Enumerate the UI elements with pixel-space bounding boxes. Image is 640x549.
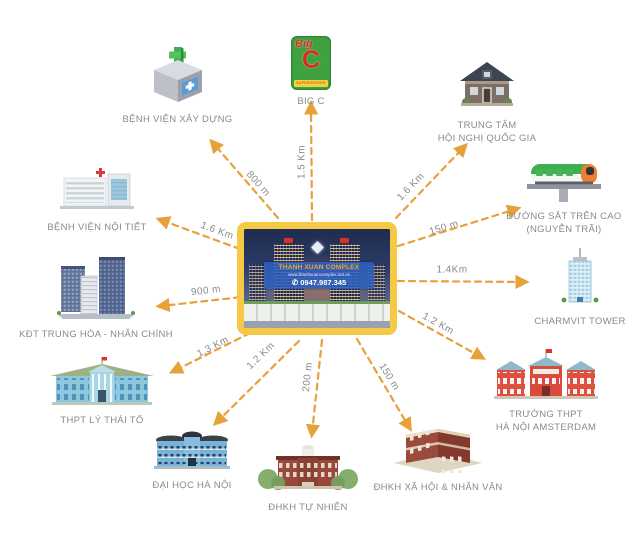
tower-logo-sign bbox=[340, 238, 349, 243]
landmark-label: TRƯỜNG THPT HÀ NỘI AMSTERDAM bbox=[495, 409, 597, 434]
landmark-duong-sat-tren-cao: ĐƯỜNG SẮT TRÊN CAO (NGUYỄN TRÃI) bbox=[498, 148, 630, 237]
landmark-benh-vien-xay-dung: BỆNH VIỆN XÂY DỰNG bbox=[95, 46, 260, 126]
project-name: THANH XUAN COMPLEX bbox=[278, 264, 360, 271]
office-tower-icon bbox=[557, 248, 603, 311]
distance-label: 1.2 Km bbox=[420, 310, 456, 338]
distance-label: 200 m bbox=[300, 361, 316, 393]
monorail-icon bbox=[527, 148, 601, 207]
distance-label: 150 m bbox=[376, 361, 402, 393]
project-website: www.thanhxuancomplex.net.vn bbox=[287, 272, 351, 277]
landmark-label: THPT LÝ THÁI TỔ bbox=[60, 415, 144, 426]
landmark-big-c: Big C SUPERCENTER BIG C bbox=[272, 36, 350, 108]
landmark-label: KĐT TRUNG HÒA - NHÂN CHÍNH bbox=[19, 329, 173, 340]
distance-label: 150 m bbox=[428, 218, 460, 238]
blue-university-icon bbox=[151, 428, 233, 475]
landmark-dai-hoc-ha-noi: ĐẠI HỌC HÀ NỘI bbox=[138, 428, 246, 492]
phone-number: 0947.987.345 bbox=[300, 278, 347, 287]
landmark-label: ĐHKH XÃ HỘI & NHÂN VĂN bbox=[373, 482, 503, 493]
distance-label: 800 m bbox=[243, 169, 273, 199]
landmark-dhkh-tu-nhien: ĐHKH TỰ NHIÊN bbox=[250, 443, 366, 514]
landmark-charmvit-tower: CHARMVIT TOWER bbox=[520, 248, 640, 328]
distance-label: 1.5 Km bbox=[296, 144, 308, 180]
distance-label: 1.6 Km bbox=[199, 220, 235, 242]
landmark-benh-vien-noi-tiet: BỆNH VIỆN NỘI TIẾT bbox=[33, 166, 161, 234]
brick-university-icon bbox=[256, 443, 360, 498]
landmark-dhkh-xa-hoi-nhan-van: ĐHKH XÃ HỘI & NHÂN VĂN bbox=[368, 421, 508, 494]
distance-label: 1.3 Km bbox=[195, 334, 231, 360]
landmark-label: BIG C bbox=[297, 96, 325, 107]
project-phone: ✆ 0947.987.345 bbox=[266, 278, 372, 287]
distance-label: 1.4Km bbox=[436, 264, 468, 276]
townhouse-row bbox=[244, 301, 390, 321]
project-night-scene: THANH XUAN COMPLEX www.thanhxuancomplex.… bbox=[244, 229, 390, 328]
landmark-label: TRUNG TÂM HỘI NGHỊ QUỐC GIA bbox=[437, 120, 537, 145]
landmark-label: ĐƯỜNG SẮT TRÊN CAO (NGUYỄN TRÃI) bbox=[506, 211, 622, 236]
distance-label: 1.6 Km bbox=[395, 170, 427, 204]
landmark-label: ĐẠI HỌC HÀ NỘI bbox=[152, 480, 232, 491]
landmark-thpt-ly-thai-to: THPT LÝ THÁI TỔ bbox=[38, 356, 166, 427]
tower-logo-sign bbox=[284, 238, 293, 243]
landmark-label: CHARMVIT TOWER bbox=[534, 316, 626, 327]
bigc-logo-icon: Big C SUPERCENTER bbox=[291, 36, 331, 90]
phone-icon: ✆ bbox=[291, 278, 299, 287]
landmark-label: ĐHKH TỰ NHIÊN bbox=[268, 502, 348, 513]
landmark-kdt-trung-hoa-nhan-chinh: KĐT TRUNG HÒA - NHÂN CHÍNH bbox=[10, 252, 182, 341]
landmark-trung-tam-hoi-nghi: TRUNG TÂM HỘI NGHỊ QUỐC GIA bbox=[418, 60, 556, 146]
background-tower bbox=[249, 264, 266, 306]
white-hospital-icon bbox=[56, 166, 138, 217]
project-image: THANH XUAN COMPLEX www.thanhxuancomplex.… bbox=[237, 222, 397, 335]
landmark-label: BỆNH VIỆN NỘI TIẾT bbox=[47, 222, 147, 233]
project-banner: THANH XUAN COMPLEX www.thanhxuancomplex.… bbox=[264, 262, 374, 289]
blue-school-icon bbox=[46, 356, 158, 411]
landmark-label: BỆNH VIỆN XÂY DỰNG bbox=[122, 114, 233, 125]
red-school-icon bbox=[494, 348, 598, 405]
landmark-thpt-ha-noi-amsterdam: TRƯỜNG THPT HÀ NỘI AMSTERDAM bbox=[478, 348, 614, 435]
street bbox=[244, 321, 390, 328]
tower-group-icon bbox=[55, 252, 137, 325]
distance-label: 1.2 Km bbox=[244, 340, 278, 372]
hospital-cube-icon bbox=[149, 46, 207, 108]
distance-label: 900 m bbox=[190, 283, 222, 299]
brick-corner-building-icon bbox=[392, 421, 484, 478]
house-icon bbox=[459, 60, 515, 114]
